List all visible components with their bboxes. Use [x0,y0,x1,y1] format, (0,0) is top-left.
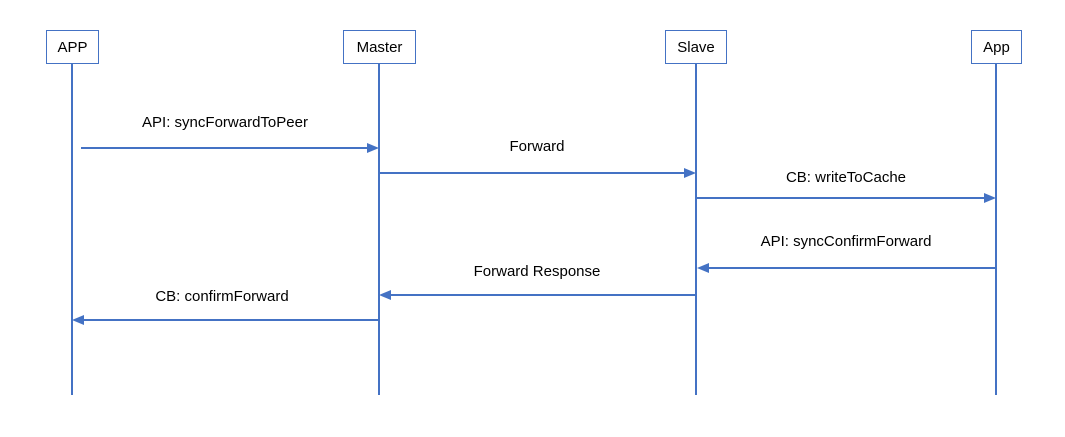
message-label: API: syncConfirmForward [760,233,932,250]
arrowhead-left-icon [72,315,84,325]
arrowhead-left-icon [697,263,709,273]
actor-label: App [983,38,1010,56]
actor-box-slave: Slave [665,30,727,64]
arrowhead-right-icon [984,193,996,203]
arrowhead-left-icon [379,290,391,300]
message-label: Forward [509,138,565,155]
message-line [81,147,368,149]
arrowhead-right-icon [684,168,696,178]
message-label: CB: confirmForward [155,288,289,305]
message-label: CB: writeToCache [785,169,907,186]
actor-box-app-right: App [971,30,1022,64]
lifeline-master [378,64,380,395]
actor-label: APP [57,38,88,56]
actor-box-app-left: APP [46,30,99,64]
message-line [391,294,696,296]
message-line [84,319,379,321]
lifeline-app-right [995,64,997,395]
arrowhead-right-icon [367,143,379,153]
message-label: Forward Response [473,263,601,280]
message-line [709,267,996,269]
message-line [697,197,984,199]
actor-label: Slave [677,38,715,56]
message-label: API: syncForwardToPeer [142,114,308,131]
actor-label: Master [356,38,403,56]
message-line [379,172,684,174]
lifeline-app-left [71,64,73,395]
actor-box-master: Master [343,30,416,64]
lifeline-slave [695,64,697,395]
